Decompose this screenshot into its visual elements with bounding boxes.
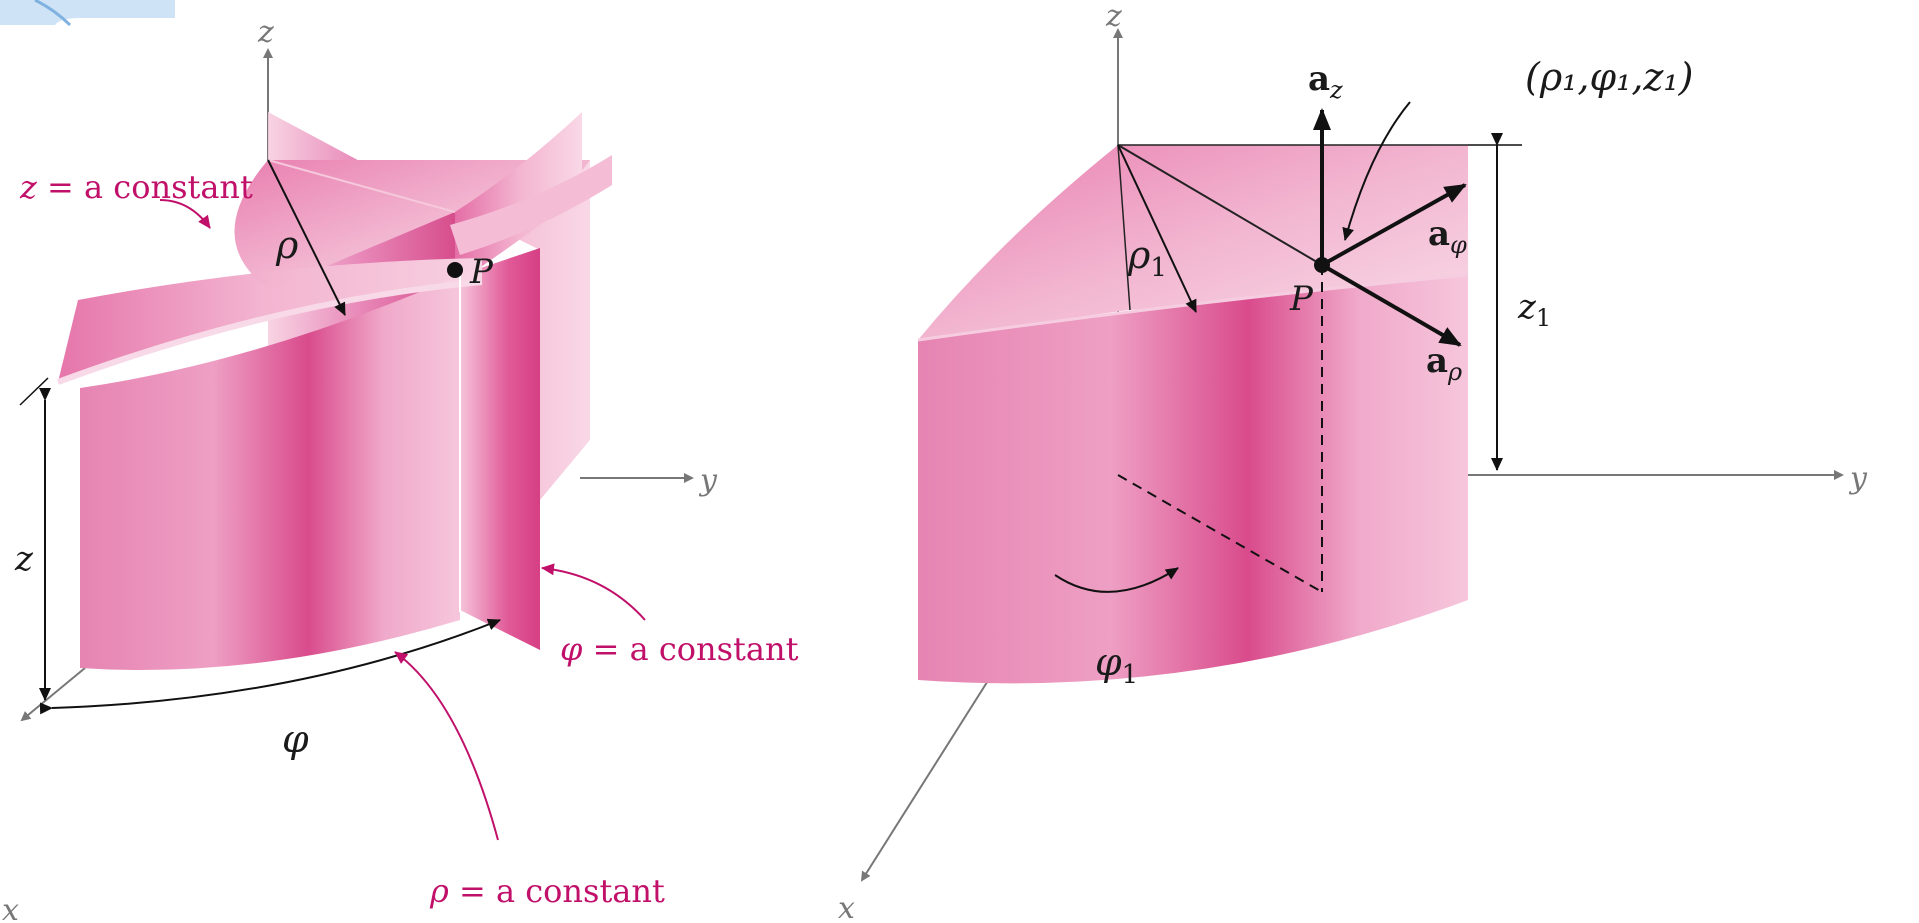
arho-vector [1320,263,1462,347]
left-phi-arc [39,618,501,715]
aphi-vector [1321,183,1467,267]
left-rho-label: ρ [275,223,299,267]
arho-label: aρ [1426,341,1462,386]
rho-constant-label: ρ = a constant [429,872,665,910]
left-rho-arrow [267,159,346,316]
coords-callout-arrow [1342,101,1411,241]
radial-dashed-projection [1117,474,1323,593]
left-z-axis-label: z [257,15,274,50]
front-curved-face [918,275,1468,684]
right-phi1-arc [1054,567,1179,593]
az-label: az [1308,59,1343,104]
rho1-label: ρ1 [1127,233,1167,283]
z-constant-callout-arrow [159,199,211,229]
point-coords-label: (ρ₁,φ₁,z₁) [1525,55,1693,99]
left-y-axis-label: y [698,463,718,498]
left-x-axis-label: x [2,893,19,923]
z-constant-sheet [58,258,482,382]
z-sheet-right [450,155,612,255]
z-constant-label: z = a constant [19,168,253,206]
right-point-p [1314,257,1330,273]
right-z-axis-label: z [1105,0,1122,34]
phi1-label: φ1 [1095,640,1138,690]
right-p-label: P [1289,279,1314,319]
right-x-axis-label: x [838,891,855,923]
front-curved-surface [80,275,460,670]
phi-plane-front [460,248,540,650]
phi-constant-callout-arrow [541,563,646,621]
z1-label: z1 [1517,287,1551,332]
right-panel: z y x P (ρ₁,φ₁,z₁) ρ1 φ1 z1 az aφ aρ [838,0,1868,923]
phi-constant-label: φ = a constant [560,630,799,668]
left-x-axis [20,667,86,722]
right-y-axis-label: y [1848,461,1868,496]
right-back-block [360,160,590,500]
left-p-label: P [469,252,494,292]
corner-logo [0,0,175,27]
right-rho1-arrow [1117,144,1197,313]
left-phi-arc-label: φ [282,717,309,761]
left-panel: z y x ρ P z φ z = a constant φ = a const… [2,15,799,923]
left-z-dim-label: z [14,539,34,579]
left-point-p [447,262,463,278]
rho-constant-callout-arrow [394,651,499,841]
aphi-label: aφ [1428,214,1467,259]
